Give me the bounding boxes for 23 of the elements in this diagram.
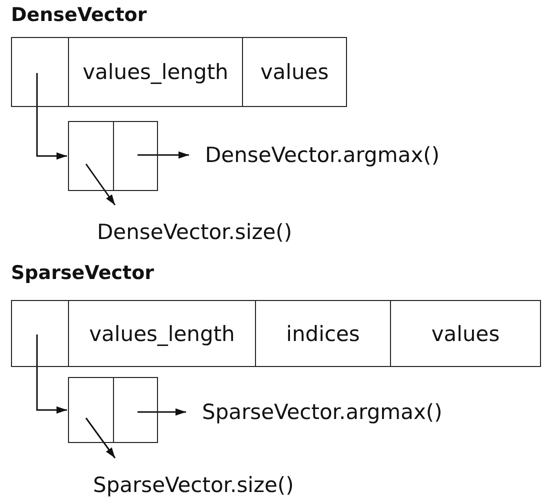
field-cell: values xyxy=(242,37,347,107)
method-label: SparseVector.argmax() xyxy=(202,399,442,425)
arrow xyxy=(138,151,189,159)
arrow xyxy=(85,418,116,458)
field-cell: indices xyxy=(255,300,391,367)
pointer-cell xyxy=(113,121,158,191)
method-label: SparseVector.size() xyxy=(93,472,294,498)
method-label: DenseVector.size() xyxy=(97,219,292,245)
pointer-cell xyxy=(68,377,114,443)
arrow xyxy=(36,334,67,414)
section-heading: SparseVector xyxy=(11,262,154,284)
arrow xyxy=(36,73,67,160)
method-label: DenseVector.argmax() xyxy=(205,142,440,168)
arrow xyxy=(138,408,186,416)
field-cell: values_length xyxy=(68,37,243,107)
pointer-cell xyxy=(11,300,69,367)
field-cell: values_length xyxy=(68,300,256,367)
section-heading: DenseVector xyxy=(11,4,147,26)
field-cell: values xyxy=(390,300,541,367)
pointer-cell xyxy=(11,37,69,107)
arrow xyxy=(85,164,116,206)
pointer-cell xyxy=(113,377,158,443)
pointer-cell xyxy=(68,121,114,191)
